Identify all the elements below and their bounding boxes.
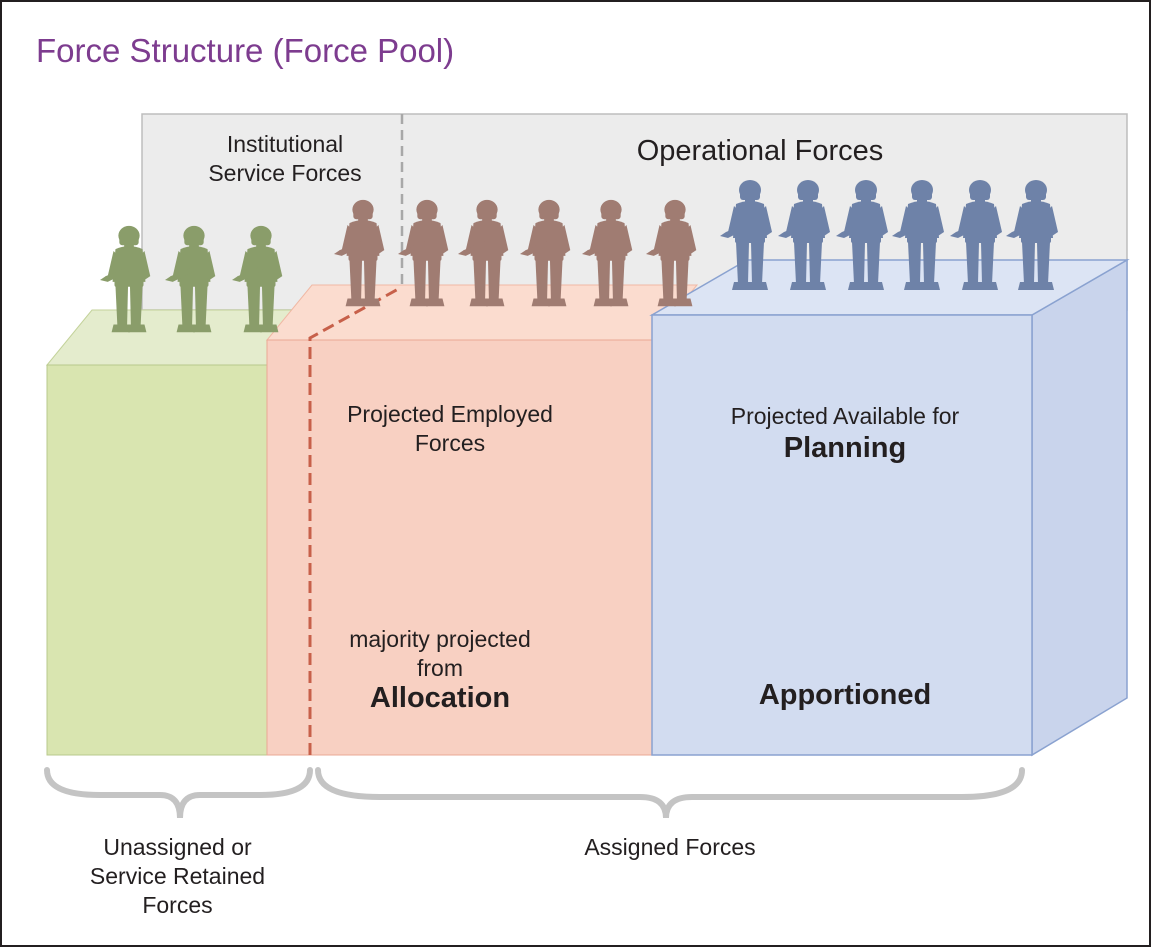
allocation-prefix-label: majority projected from <box>349 626 531 681</box>
employed-forces-label: Projected Employed Forces <box>347 401 553 456</box>
planning-label: Planning <box>783 432 907 464</box>
institutional-forces-label: Institutional Service Forces <box>208 131 362 186</box>
planning-prefix-label: Projected Available for <box>730 403 960 429</box>
operational-forces-label: Operational Forces <box>636 135 884 167</box>
assigned-brace-icon <box>315 767 1025 819</box>
apportioned-label: Apportioned <box>758 679 932 711</box>
allocation-box-front <box>266 339 653 756</box>
allocation-label: Allocation <box>369 682 511 714</box>
apportioned-box-front <box>651 314 1033 756</box>
assigned-forces-label: Assigned Forces <box>584 834 756 860</box>
apportioned-box-side <box>1031 258 1128 757</box>
unassigned-brace-icon <box>44 767 313 819</box>
unassigned-box-front <box>46 364 268 756</box>
page-title: Force Structure (Force Pool) <box>36 32 455 69</box>
allocation-dashed-line <box>308 286 401 755</box>
unassigned-forces-label: Unassigned or Service Retained Forces <box>89 834 266 918</box>
